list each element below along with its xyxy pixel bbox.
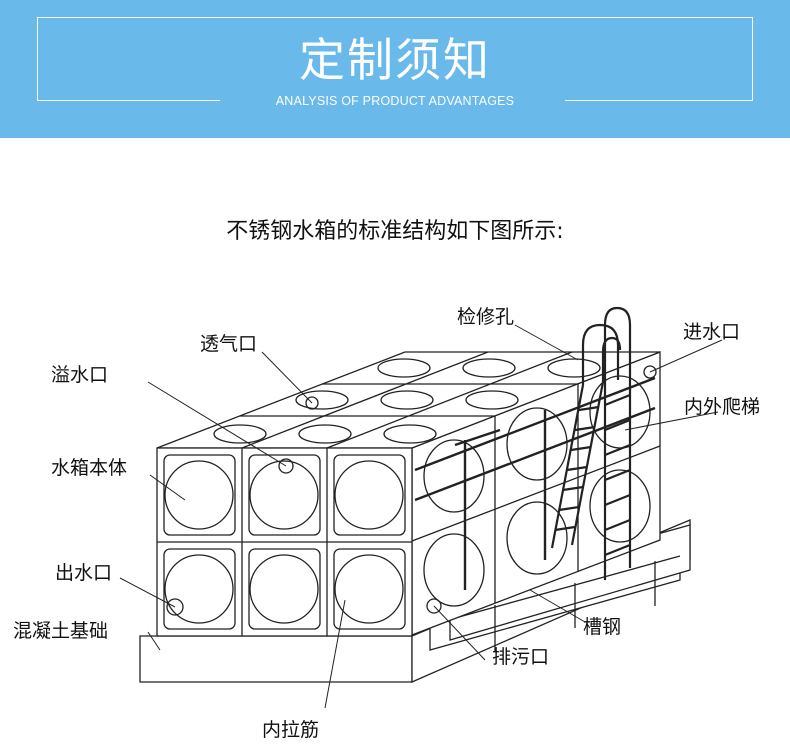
label-tie-rod: 内拉筋 bbox=[262, 719, 319, 741]
label-ladder: 内外爬梯 bbox=[684, 396, 760, 418]
tank-roof bbox=[156, 351, 661, 449]
page-title: 定制须知 bbox=[299, 33, 491, 87]
label-vent: 透气口 bbox=[200, 333, 257, 355]
ladder bbox=[550, 306, 657, 580]
label-inlet: 进水口 bbox=[683, 321, 740, 343]
label-channel-steel: 槽钢 bbox=[583, 616, 621, 638]
label-manhole: 检修孔 bbox=[457, 306, 514, 328]
header-banner: 定制须知 ANALYSIS OF PRODUCT ADVANTAGES bbox=[0, 0, 790, 138]
diagram-caption: 不锈钢水箱的标准结构如下图所示: bbox=[226, 219, 564, 244]
label-tank-body: 水箱本体 bbox=[51, 457, 127, 479]
label-drain: 排污口 bbox=[492, 646, 549, 668]
label-overflow: 溢水口 bbox=[51, 364, 108, 386]
label-outlet: 出水口 bbox=[55, 562, 112, 584]
label-foundation: 混凝土基础 bbox=[13, 620, 108, 642]
page-subtitle: ANALYSIS OF PRODUCT ADVANTAGES bbox=[275, 94, 515, 108]
internal-tie-rods bbox=[414, 376, 656, 590]
leader-lines bbox=[119, 324, 723, 709]
tank-front-face bbox=[156, 447, 442, 637]
